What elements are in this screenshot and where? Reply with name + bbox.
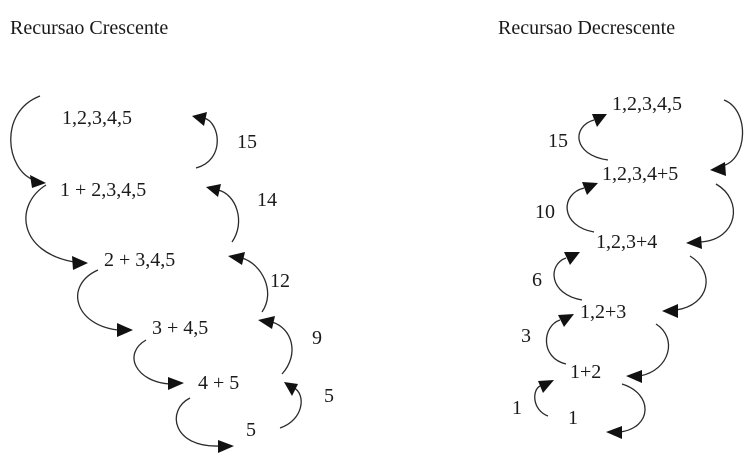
right-step-3: 1,2,3+4 [596,231,657,253]
left-step-3: 2 + 3,4,5 [104,249,175,271]
left-sum-5: 5 [324,385,334,407]
left-return-arc-3 [241,257,269,313]
right-sum-3: 6 [532,269,542,291]
left-sum-3: 12 [270,270,290,292]
right-call-arc-2 [699,183,734,243]
right-step-1: 1,2,3,4,5 [612,93,682,115]
right-return-arrowhead-3 [564,252,580,265]
left-panel: 1,2,3,4,5 1 + 2,3,4,5 2 + 3,4,5 3 + 4,5 … [10,95,334,453]
left-return-arrowhead-3 [228,252,245,265]
right-return-arrowhead-4 [558,314,574,327]
right-call-arrowhead-5 [606,426,622,439]
right-call-arrowhead-4 [626,370,642,383]
right-return-arrowhead-5 [538,380,554,393]
right-return-arc-4 [545,319,567,365]
right-call-arc-3 [675,255,707,311]
right-return-arc-5 [534,385,549,417]
left-call-arc-2 [25,184,75,263]
right-step-5: 1+2 [570,361,601,383]
left-call-arrowhead-2 [72,256,88,270]
right-return-arrowhead-1 [592,114,607,127]
right-return-arc-2 [566,187,595,233]
right-title: Recursao Decrescente [498,17,675,39]
right-call-arrowhead-2 [686,236,702,249]
left-step-4: 3 + 4,5 [152,317,208,339]
left-call-arrowhead-3 [117,323,133,337]
left-call-arc-1 [10,95,41,181]
right-call-arrowhead-3 [662,304,678,318]
left-return-arc-2 [217,189,240,243]
left-return-arrowhead-5 [284,382,298,396]
right-panel: 1,2,3,4,5 1,2,3,4+5 1,2,3+4 1,2+3 1+2 1 … [512,93,744,439]
left-return-arrowhead-1 [192,112,207,126]
right-return-arc-1 [578,119,609,161]
right-step-4: 1,2+3 [580,301,626,323]
right-call-arrowhead-1 [710,162,726,176]
left-return-arc-4 [271,321,293,375]
right-return-arrowhead-2 [582,182,598,195]
left-step-2: 1 + 2,3,4,5 [60,179,146,201]
left-call-arrowhead-5 [218,440,234,453]
left-step-6: 5 [246,419,256,441]
right-return-arc-3 [553,257,583,301]
right-step-2: 1,2,3,4+5 [602,163,678,185]
left-call-arrowhead-1 [30,175,46,188]
left-step-5: 4 + 5 [198,372,239,394]
right-sum-1: 15 [548,130,568,152]
left-return-arrowhead-4 [258,316,275,329]
left-sum-2: 14 [257,189,277,211]
right-call-arc-4 [639,323,670,377]
right-call-arc-1 [721,99,744,167]
right-sum-4: 3 [521,325,531,347]
left-call-arc-3 [77,269,119,331]
left-call-arrowhead-4 [168,377,184,390]
right-sum-2: 10 [535,201,555,223]
left-step-1: 1,2,3,4,5 [62,107,132,129]
left-sum-1: 15 [237,131,257,153]
left-return-arc-1 [195,117,218,169]
right-step-6: 1 [568,407,578,429]
left-call-arc-5 [175,397,221,447]
right-sum-5: 1 [512,397,522,419]
left-sum-4: 9 [312,327,322,349]
right-call-arc-5 [619,383,646,433]
left-return-arrowhead-2 [206,184,221,197]
left-title: Recursao Crescente [10,17,168,39]
left-return-arc-5 [279,387,302,429]
left-call-arc-4 [133,339,171,385]
